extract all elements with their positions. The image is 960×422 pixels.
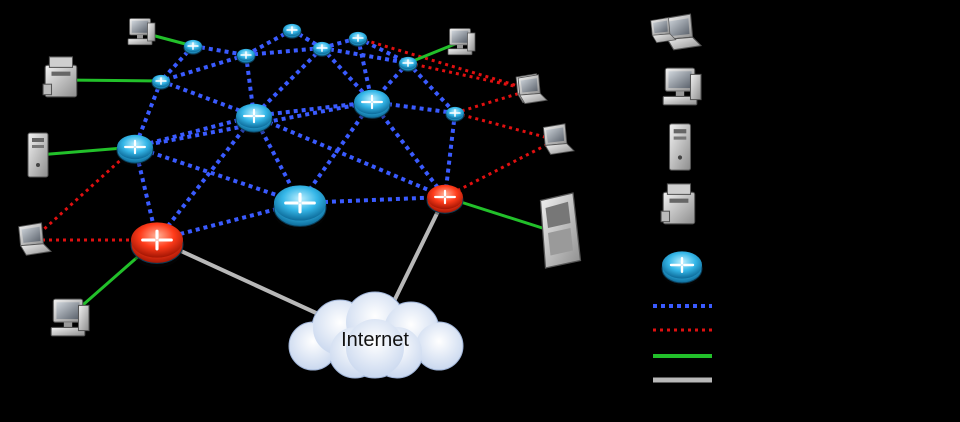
mesh-link [252,46,324,118]
desktop-icon [127,18,156,46]
legend-router-icon [661,251,703,286]
server-icon [539,192,582,269]
mesh-link [134,145,301,205]
mesh-link [253,114,446,199]
wireless-link [454,111,557,142]
legend [650,13,712,383]
mesh-router-icon [273,185,327,231]
internet-cloud-shape: Internet [288,291,464,379]
mesh-link [160,53,247,83]
printer-icon [42,56,78,98]
wired-link [407,40,461,65]
mesh-router-icon [398,56,418,73]
gateway-router-icon [130,222,184,268]
mesh-router-icon [235,103,273,135]
mesh-link [321,36,359,50]
wireless-link [444,138,557,199]
wireless-link [407,61,529,91]
mesh-link [371,100,456,115]
end-devices [18,18,582,337]
mesh-router-icon [348,31,368,48]
tower-icon [27,132,49,178]
mesh-link [155,114,256,242]
legend-pda-icon [650,17,677,44]
internet-cloud: Internet [288,291,464,379]
mesh-link [290,28,324,50]
mesh-link [443,112,457,198]
legend-desktop-icon [662,67,702,106]
mesh-router-icon [236,48,256,65]
mesh-link [370,100,447,199]
internet-label: Internet [341,329,409,351]
mesh-router-icon [312,41,332,58]
gateway-router-icon [426,184,464,216]
mesh-link [406,61,457,115]
wireless-link [357,36,529,91]
laptop-icon [542,123,575,155]
mesh-routers [116,23,465,268]
mesh-router-icon [353,89,391,121]
mesh-router-icon [282,23,302,40]
wired-link [444,195,559,235]
mesh-router-icon [445,106,465,123]
legend-tower-icon [668,123,692,171]
desktop-icon [447,28,476,56]
mesh-router-icon [116,134,154,166]
mesh-link [245,46,323,57]
laptop-icon [517,74,548,105]
desktop-icon [50,298,90,337]
mesh-link [321,46,409,65]
mesh-link [356,37,374,103]
wireless-link [30,145,137,242]
mesh-router-icon [151,74,171,91]
legend-printer-icon [660,183,696,225]
laptop-icon [18,222,52,256]
network-links [30,28,559,342]
mesh-router-icon [183,39,203,56]
wired-link [61,78,162,83]
legend-laptop-icon [650,13,703,51]
